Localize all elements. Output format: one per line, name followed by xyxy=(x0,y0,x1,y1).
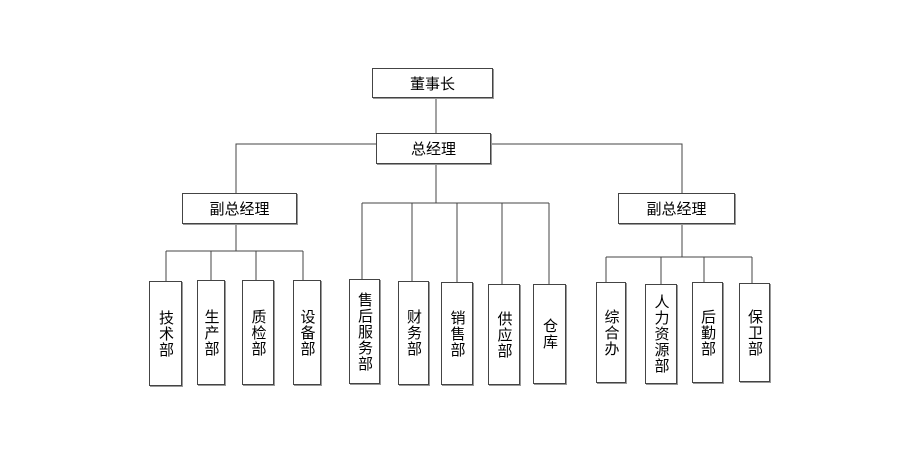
node-finance-dept: 财务部 xyxy=(398,281,429,385)
node-label: 董事长 xyxy=(409,74,455,93)
node-security-dept: 保卫部 xyxy=(739,283,770,382)
node-label: 售后服务部 xyxy=(356,291,374,372)
node-production-dept: 生产部 xyxy=(197,280,225,385)
node-left-deputy-gm: 副总经理 xyxy=(182,193,297,224)
node-label: 副总经理 xyxy=(209,200,270,218)
node-logistics-dept: 后勤部 xyxy=(692,282,723,383)
node-label: 保卫部 xyxy=(746,308,764,357)
node-label: 质检部 xyxy=(249,308,268,357)
node-equipment-dept: 设备部 xyxy=(293,280,321,385)
node-label: 财务部 xyxy=(405,309,423,357)
node-warehouse: 仓库 xyxy=(533,284,566,384)
node-label: 副总经理 xyxy=(646,200,707,218)
node-general-office: 综合办 xyxy=(596,282,626,383)
node-tech-dept: 技术部 xyxy=(149,281,182,386)
node-supply-dept: 供应部 xyxy=(488,284,520,385)
node-label: 综合办 xyxy=(602,308,621,357)
node-after-sales-dept: 售后服务部 xyxy=(349,279,380,384)
node-right-deputy-gm: 副总经理 xyxy=(618,193,735,224)
node-sales-dept: 销售部 xyxy=(441,282,473,385)
node-label: 设备部 xyxy=(298,308,317,357)
node-label: 总经理 xyxy=(410,140,456,158)
node-label: 后勤部 xyxy=(699,308,717,357)
node-label: 人力资源部 xyxy=(652,294,671,374)
node-general-manager: 总经理 xyxy=(376,133,491,164)
node-label: 仓库 xyxy=(541,318,559,350)
node-label: 销售部 xyxy=(448,309,467,358)
node-label: 技术部 xyxy=(157,309,175,358)
node-label: 生产部 xyxy=(202,308,221,357)
node-label: 供应部 xyxy=(495,310,514,359)
node-qc-dept: 质检部 xyxy=(242,280,274,385)
node-hr-dept: 人力资源部 xyxy=(645,284,677,384)
node-chairman: 董事长 xyxy=(372,68,493,98)
